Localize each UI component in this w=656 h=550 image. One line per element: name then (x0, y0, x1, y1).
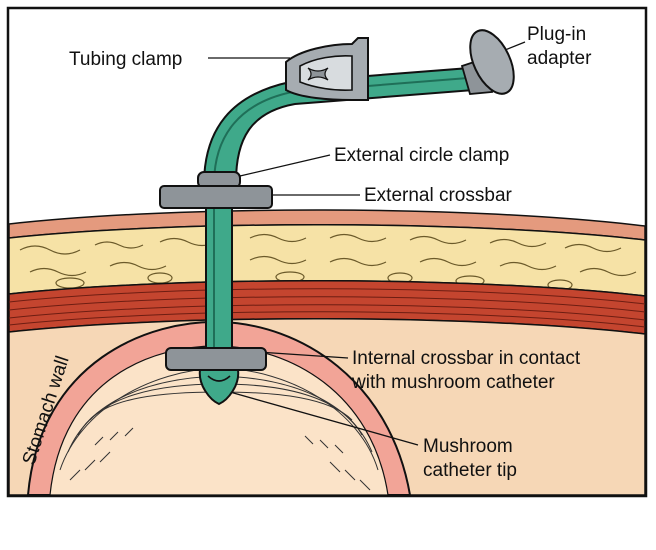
internal-crossbar (165, 347, 267, 371)
muscle-fiber-lines (8, 288, 646, 328)
adapter-disc (469, 29, 515, 95)
fat-cell-pattern (19, 233, 637, 291)
plug-in-adapter (460, 29, 515, 95)
label-mushroom-line1: Mushroom (423, 436, 513, 457)
label-plug-in-line2: adapter (527, 48, 592, 69)
leader-lines (208, 41, 526, 446)
label-internal-crossbar-line2: with mushroom catheter (351, 372, 555, 393)
external-crossbar (159, 185, 273, 209)
catheter-stem (205, 199, 233, 366)
mushroom-catheter-tip (198, 369, 240, 406)
clamp-pinch (307, 67, 329, 81)
label-mushroom-line2: catheter tip (423, 460, 517, 481)
leader-external-circle-clamp (239, 154, 331, 177)
label-tubing-clamp: Tubing clamp (69, 49, 182, 70)
label-plug-in-line1: Plug-in (527, 24, 586, 45)
tubing-clamp (285, 37, 369, 101)
leader-mushroom-tip (229, 391, 419, 446)
leader-internal-crossbar (257, 351, 349, 359)
clamp-window (299, 55, 353, 91)
label-internal-crossbar-line1: Internal crossbar in contact (352, 348, 581, 369)
label-external-crossbar: External crossbar (364, 185, 513, 206)
label-external-circle-clamp: External circle clamp (334, 145, 509, 166)
